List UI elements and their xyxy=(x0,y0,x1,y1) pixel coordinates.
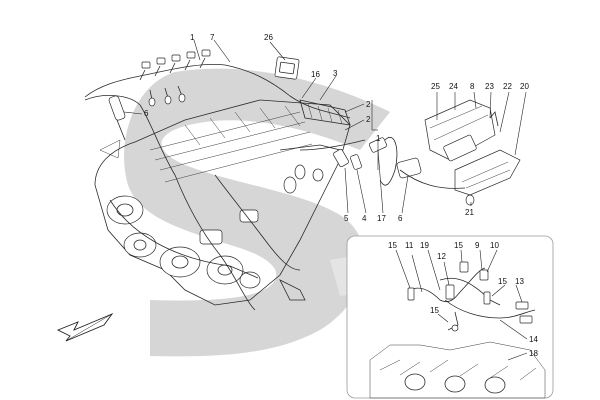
inset-callout-18: 18 xyxy=(529,349,538,358)
callout-3: 3 xyxy=(333,69,338,78)
callout-1-mid: 1 xyxy=(376,134,381,143)
callout-23: 23 xyxy=(485,82,494,91)
arrow-down-left-icon xyxy=(56,312,114,342)
inset-callout-19: 19 xyxy=(420,241,429,250)
inset-callout-15-b: 15 xyxy=(454,241,463,250)
callout-8: 8 xyxy=(470,82,475,91)
callout-5: 5 xyxy=(344,214,349,223)
ignition-coils xyxy=(274,56,351,126)
wiring-harness xyxy=(84,49,351,311)
callout-22: 22 xyxy=(503,82,512,91)
inset-callout-14: 14 xyxy=(529,335,538,344)
callout-4: 4 xyxy=(362,214,367,223)
inset-callout-9: 9 xyxy=(475,241,480,250)
callout-7: 7 xyxy=(210,33,215,42)
inset-detail-panel xyxy=(346,235,554,399)
callout-20: 20 xyxy=(520,82,529,91)
inset-callout-11: 11 xyxy=(405,241,414,250)
callout-1-top: 1 xyxy=(190,33,195,42)
callout-2-lower: 2 xyxy=(366,115,371,124)
callout-6-left: 6 xyxy=(144,109,149,118)
callout-26: 26 xyxy=(264,33,273,42)
callout-17: 17 xyxy=(377,214,386,223)
callout-2-upper: 2 xyxy=(366,100,371,109)
inset-callout-15-d: 15 xyxy=(430,306,439,315)
callout-25: 25 xyxy=(431,82,440,91)
callout-24: 24 xyxy=(449,82,458,91)
ecu-bracket xyxy=(399,99,521,206)
inset-callout-labels: 15 11 19 15 9 10 12 15 13 15 14 18 xyxy=(388,241,538,361)
callout-16: 16 xyxy=(311,70,320,79)
inset-callout-12: 12 xyxy=(437,252,446,261)
callout-labels: 1 7 26 16 3 6 2 2 25 24 8 23 22 20 5 4 1… xyxy=(123,33,529,223)
callout-6-right: 6 xyxy=(398,214,403,223)
inset-callout-10: 10 xyxy=(490,241,499,250)
inset-callout-13: 13 xyxy=(515,277,524,286)
callout-21: 21 xyxy=(465,208,474,217)
inset-callout-15-a: 15 xyxy=(388,241,397,250)
engine-assembly xyxy=(94,99,351,306)
inset-callout-15-c: 15 xyxy=(498,277,507,286)
